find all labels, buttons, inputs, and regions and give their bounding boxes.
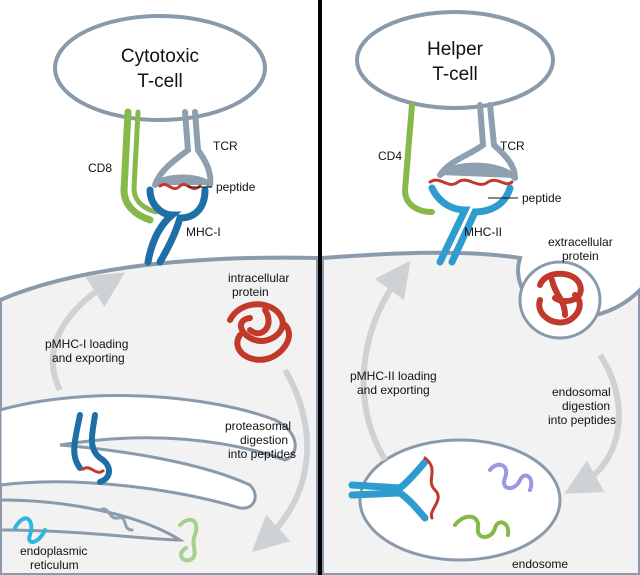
endosome-label: endosome [512, 557, 568, 571]
loading-label-right-2: and exporting [357, 383, 430, 397]
tcr-label-left: TCR [213, 139, 238, 153]
peptide-fragment-green-endosome [453, 514, 511, 539]
digestion-label-left-1: proteasomal [225, 419, 291, 433]
protein-label-right-2: protein [562, 249, 599, 263]
loading-label-left-1: pMHC-I loading [45, 337, 128, 351]
mhc-i-left [144, 186, 209, 266]
cytotoxic-title-2: T-cell [137, 71, 182, 92]
peptide-right [428, 178, 514, 186]
digestion-label-right-3: into peptides [548, 413, 616, 427]
protein-label-right-1: extracellular [548, 235, 613, 249]
peptide-label-left: peptide [216, 180, 256, 194]
arrow-exporting-right [360, 260, 411, 462]
endosome [358, 438, 562, 562]
digestion-label-right-2: digestion [562, 399, 610, 413]
arrow-digestion-right [564, 353, 622, 494]
cd4-receptor [401, 102, 435, 215]
peptide-label-right: peptide [522, 191, 562, 205]
mhc-i-in-er [71, 412, 112, 485]
arrow-digestion-left [251, 368, 311, 553]
mhc-ii-in-endosome [348, 458, 429, 522]
right-panel [322, 10, 640, 575]
mhc-ii-label: MHC-II [464, 225, 502, 239]
cytotoxic-t-cell [53, 14, 267, 122]
digestion-label-left-2: digestion [240, 433, 288, 447]
cd8-label: CD8 [88, 161, 112, 175]
extracellular-protein [536, 270, 584, 326]
left-panel [0, 14, 318, 575]
cd8-receptor [120, 108, 154, 224]
cytotoxic-title-1: Cytotoxic [121, 46, 199, 67]
digestion-label-right-1: endosomal [552, 385, 611, 399]
peptide-fragment-grey [98, 507, 134, 532]
helper-title-1: Helper [427, 39, 484, 60]
helper-t-cell [355, 10, 555, 110]
er-label-1: endoplasmic [20, 544, 87, 558]
peptide-left [158, 183, 202, 191]
er-label-2: reticulum [30, 558, 79, 572]
mhc-ii-right [428, 184, 514, 266]
peptide-fragment-cyan [13, 516, 47, 544]
peptide-fragment-purple [488, 462, 534, 492]
endoplasmic-reticulum [0, 394, 297, 510]
loading-label-left-2: and exporting [52, 351, 125, 365]
arrow-exporting-left [49, 272, 126, 392]
loading-label-right-1: pMHC-II loading [350, 369, 437, 383]
tcr-receptor-left [152, 109, 214, 188]
mhc-i-label: MHC-I [186, 225, 221, 239]
digestion-label-left-3: into peptides [228, 447, 296, 461]
protein-label-left-2: protein [232, 285, 269, 299]
tcr-label-right: TCR [500, 139, 525, 153]
peptide-fragment-green [178, 517, 199, 563]
helper-title-2: T-cell [432, 64, 477, 85]
cd4-label: CD4 [378, 149, 402, 163]
protein-label-left-1: intracellular [228, 271, 289, 285]
intracellular-protein [227, 301, 292, 363]
